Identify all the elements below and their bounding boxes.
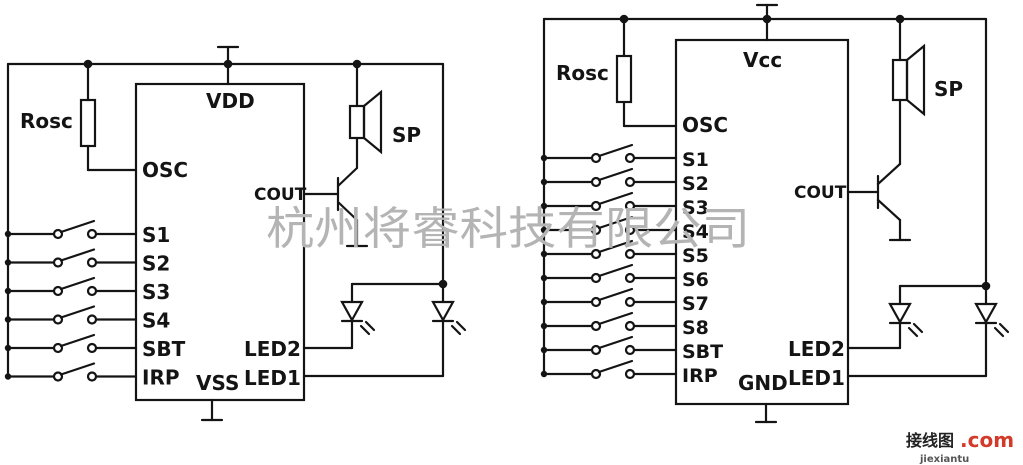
left-supply-label: VDD: [206, 89, 255, 113]
right-switch-s4: [540, 215, 678, 236]
left-switch-sbt: [4, 333, 138, 354]
left-rosc-label: Rosc: [20, 109, 73, 133]
left-pin-label-s3: S3: [142, 280, 170, 304]
brand-chinese: 接线图: [906, 431, 954, 450]
left-led2-pin-label: LED2: [244, 337, 301, 361]
right-led1-icon: [846, 17, 1010, 378]
left-switch-s2: [4, 248, 138, 268]
right-chip: [674, 38, 850, 406]
right-ground-label: GND: [738, 371, 788, 395]
left-pin-label-s4: S4: [142, 309, 170, 333]
left-speaker-icon: [348, 62, 383, 170]
left-speaker-label: SP: [392, 123, 421, 147]
left-switch-s4: [4, 305, 138, 325]
left-switch-s1: [4, 219, 138, 240]
left-circuit: [4, 45, 467, 422]
right-switch-s7: [540, 287, 678, 308]
left-labels: VDD VSS OSC COUT LED2 LED1 Rosc SP S1S2S…: [20, 89, 421, 395]
right-labels: Vcc GND OSC COUT LED2 LED1 Rosc SP S1S2S…: [556, 48, 963, 395]
watermark-text: 杭州将睿科技有限公司: [266, 202, 750, 255]
right-pin-label-s5: S5: [682, 245, 709, 267]
right-supply-label: Vcc: [743, 48, 782, 72]
right-led2-icon: [846, 284, 988, 350]
site-brand: 接线图 .com jiexiantu: [906, 428, 1014, 465]
right-osc-pin-label: OSC: [682, 113, 728, 137]
right-cout-pin-label: COUT: [794, 183, 847, 203]
left-led1-pin-label: LED1: [244, 366, 301, 390]
right-switch-s8: [540, 311, 678, 332]
left-rosc-resistor: [79, 62, 138, 172]
left-cout-pin-label: COUT: [254, 185, 307, 205]
right-switch-s1: [540, 143, 678, 164]
right-rosc-label: Rosc: [556, 61, 609, 85]
right-led2-pin-label: LED2: [788, 337, 845, 361]
left-pin-label-s2: S2: [142, 252, 170, 276]
right-pin-label-s3: S3: [682, 197, 709, 219]
right-speaker-icon: [891, 17, 926, 166]
right-pin-label-irp: IRP: [682, 365, 718, 387]
right-switch-irp: [540, 359, 678, 380]
left-ground-label: VSS: [196, 371, 239, 395]
brand-suffix: .com: [960, 428, 1014, 452]
right-switch-s3: [540, 191, 678, 212]
left-led1-icon: [302, 62, 467, 378]
left-osc-pin-label: OSC: [142, 158, 188, 182]
left-pin-label-s1: S1: [142, 223, 170, 247]
left-chip: [134, 82, 306, 402]
left-pin-label-sbt: SBT: [142, 337, 186, 361]
right-pin-label-s4: S4: [682, 221, 709, 243]
right-pin-label-s2: S2: [682, 173, 709, 195]
right-switch-s5: [540, 239, 678, 260]
right-pin-label-sbt: SBT: [682, 341, 723, 363]
right-switch-group: [540, 143, 678, 380]
right-pin-label-s1: S1: [682, 149, 709, 171]
left-led2-icon: [302, 282, 445, 350]
right-pin-label-s8: S8: [682, 317, 709, 339]
left-switch-s3: [4, 276, 138, 297]
right-circuit: [540, 3, 1010, 424]
right-pin-label-s6: S6: [682, 269, 709, 291]
right-speaker-label: SP: [934, 77, 963, 101]
brand-domain: jiexiantu: [919, 454, 969, 465]
left-transistor: [302, 166, 369, 248]
right-transistor: [846, 162, 912, 242]
right-switch-s2: [540, 167, 678, 188]
right-switch-s6: [540, 263, 678, 284]
right-led1-pin-label: LED1: [788, 366, 845, 390]
right-pin-label-s7: S7: [682, 293, 709, 315]
left-switch-irp: [4, 362, 138, 382]
left-pin-label-irp: IRP: [142, 366, 180, 390]
right-rosc-resistor: [615, 17, 678, 128]
right-switch-sbt: [540, 335, 678, 356]
left-switch-group: [4, 219, 138, 382]
